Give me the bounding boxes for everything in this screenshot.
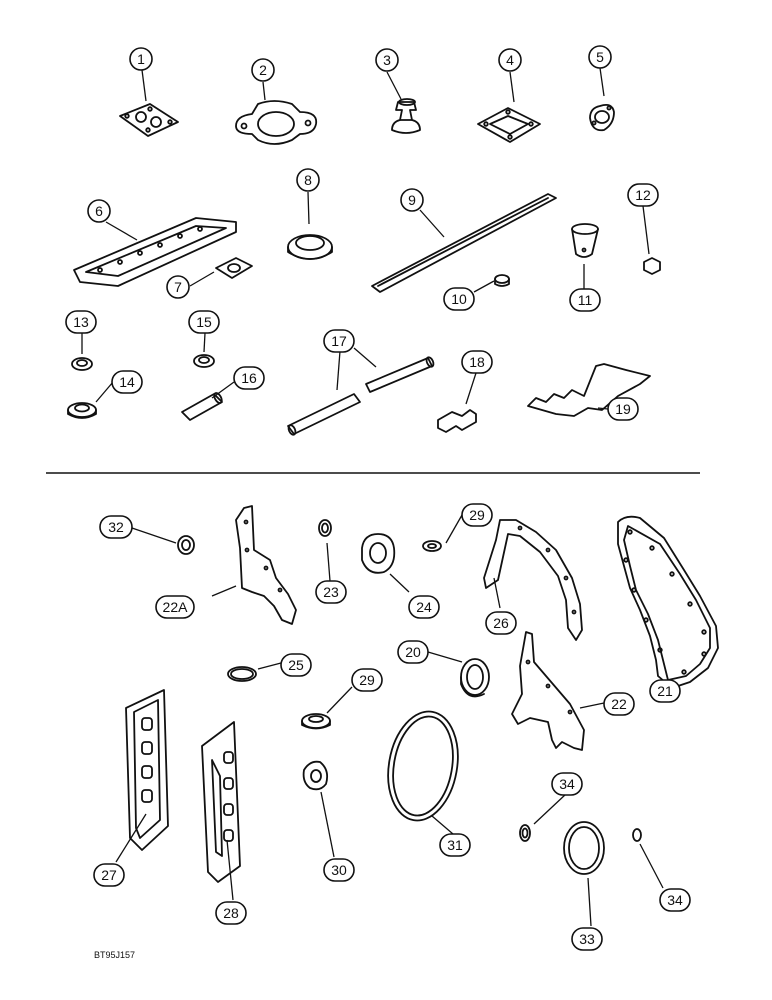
part-29-seal-lower bbox=[301, 713, 331, 730]
part-17-tubes bbox=[287, 356, 435, 436]
part-15-seal bbox=[193, 354, 215, 368]
figure-code: BT95J157 bbox=[94, 950, 135, 960]
part-11-sleeve bbox=[571, 223, 599, 258]
callout-32: 32 bbox=[108, 519, 124, 535]
callout-9: 9 bbox=[408, 192, 416, 208]
callout-1: 1 bbox=[137, 51, 145, 67]
callout-8: 8 bbox=[304, 172, 312, 188]
part-7-gasket bbox=[215, 257, 253, 279]
part-12-plug bbox=[643, 257, 661, 275]
callout-29-upper: 29 bbox=[469, 507, 485, 523]
callout-23: 23 bbox=[323, 584, 339, 600]
part-14-seal bbox=[67, 402, 97, 419]
callout-29-lower: 29 bbox=[359, 672, 375, 688]
part-32-seal bbox=[177, 535, 195, 555]
callout-24: 24 bbox=[416, 599, 432, 615]
callout-22: 22 bbox=[611, 696, 627, 712]
callout-14: 14 bbox=[119, 374, 135, 390]
part-21-gasket bbox=[617, 515, 719, 689]
part-29-washer-upper bbox=[422, 540, 442, 552]
callout-22a: 22A bbox=[163, 599, 189, 615]
part-6-gasket bbox=[73, 217, 237, 287]
callout-28: 28 bbox=[223, 905, 239, 921]
callout-15: 15 bbox=[196, 314, 212, 330]
part-4-gasket bbox=[477, 107, 541, 143]
callout-18: 18 bbox=[469, 354, 485, 370]
callout-25: 25 bbox=[288, 657, 304, 673]
callout-2: 2 bbox=[259, 62, 267, 78]
part-22A-gasket bbox=[235, 505, 297, 625]
part-22-gasket bbox=[511, 631, 585, 751]
callout-6: 6 bbox=[95, 203, 103, 219]
part-18-bracket bbox=[437, 409, 477, 433]
callout-27: 27 bbox=[101, 867, 117, 883]
part-3-seal bbox=[391, 98, 421, 134]
part-2-gasket bbox=[235, 100, 318, 145]
part-10-nut bbox=[494, 274, 510, 287]
callout-5: 5 bbox=[596, 49, 604, 65]
part-24-gasket bbox=[361, 533, 396, 574]
callout-16: 16 bbox=[241, 370, 257, 386]
callout-21: 21 bbox=[657, 683, 673, 699]
callout-19: 19 bbox=[615, 401, 631, 417]
callout-34-right: 34 bbox=[667, 892, 683, 908]
callout-10: 10 bbox=[451, 291, 467, 307]
callout-7: 7 bbox=[174, 279, 182, 295]
callout-33: 33 bbox=[579, 931, 595, 947]
callout-13: 13 bbox=[73, 314, 89, 330]
part-28-gasket bbox=[201, 721, 241, 883]
part-19-gasket bbox=[527, 363, 651, 417]
callout-30: 30 bbox=[331, 862, 347, 878]
callout-11: 11 bbox=[578, 292, 593, 308]
part-5-gasket bbox=[589, 103, 615, 132]
part-23-seal bbox=[318, 519, 332, 537]
callout-34-middle: 34 bbox=[559, 776, 575, 792]
callout-4: 4 bbox=[506, 52, 514, 68]
callout-17: 17 bbox=[331, 333, 347, 349]
part-27-gasket bbox=[125, 689, 169, 851]
part-9-gasket bbox=[371, 193, 557, 293]
part-26-gasket bbox=[483, 519, 583, 641]
callout-3: 3 bbox=[383, 52, 391, 68]
part-1-gasket bbox=[119, 103, 179, 137]
part-34-seal-right bbox=[632, 828, 642, 842]
part-33-seal bbox=[563, 821, 605, 875]
callout-20: 20 bbox=[405, 644, 421, 660]
callout-26: 26 bbox=[493, 615, 509, 631]
part-16-tube bbox=[181, 392, 223, 421]
part-8-seal bbox=[287, 234, 333, 260]
part-34-seal-middle bbox=[519, 824, 531, 842]
part-13-seal bbox=[71, 357, 93, 371]
part-31-seal bbox=[387, 710, 459, 822]
callout-12: 12 bbox=[635, 187, 651, 203]
part-30-gasket bbox=[302, 760, 329, 791]
part-20-seal bbox=[460, 658, 490, 698]
callout-31: 31 bbox=[447, 837, 463, 853]
part-25-seal bbox=[227, 666, 257, 682]
